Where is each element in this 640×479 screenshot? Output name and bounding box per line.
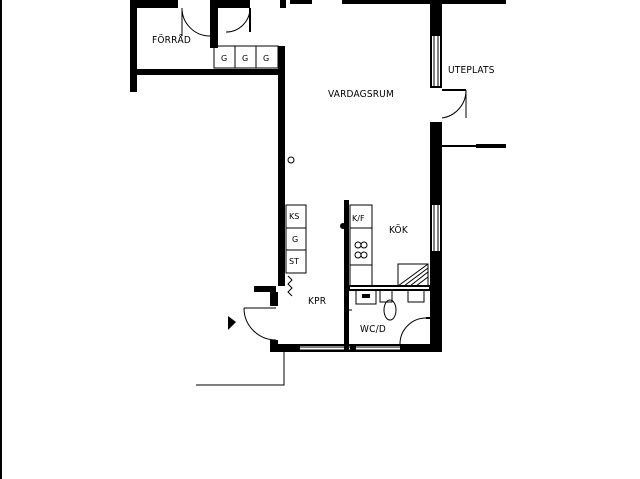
storage-room bbox=[130, 0, 280, 92]
room-label-forrad: FÖRRÅD bbox=[152, 33, 191, 46]
left-wall-fixtures bbox=[285, 204, 307, 297]
wall-left bbox=[278, 46, 285, 286]
fixture-label-g3: G bbox=[263, 54, 269, 63]
wall-top-a bbox=[280, 0, 286, 8]
wall-right bbox=[430, 0, 442, 352]
fixture-label-ks: KS bbox=[289, 212, 299, 221]
wall-top-c bbox=[342, 0, 430, 4]
bathroom bbox=[348, 285, 431, 345]
patio-door bbox=[441, 89, 467, 119]
fixture-label-kf: K/F bbox=[352, 214, 365, 223]
room-label-kpr: KPR bbox=[308, 296, 326, 307]
wall-top-d bbox=[440, 0, 506, 4]
room-label-kok: KÖK bbox=[389, 223, 409, 236]
entry-arrow-icon bbox=[228, 316, 236, 330]
fixture-label-g2: G bbox=[242, 54, 248, 63]
fixture-label-g4: G bbox=[292, 235, 298, 244]
room-label-wcd: WC/D bbox=[360, 324, 386, 335]
fixture-label-st: ST bbox=[289, 257, 299, 266]
wall-bottom bbox=[270, 344, 442, 352]
wall-top-b bbox=[290, 0, 312, 4]
room-label-uteplats: UTEPLATS bbox=[448, 65, 495, 76]
patio-rail-end bbox=[476, 144, 506, 148]
room-label-vardagsrum: VARDAGSRUM bbox=[328, 89, 394, 100]
site-boundary bbox=[196, 352, 285, 386]
wall-outlet-icon bbox=[287, 156, 295, 164]
fixture-label-g1: G bbox=[221, 54, 227, 63]
entrance-door bbox=[228, 286, 278, 352]
